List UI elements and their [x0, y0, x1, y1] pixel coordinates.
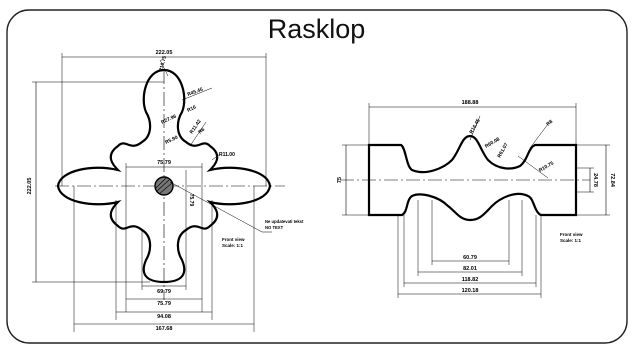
dim-top-label: 222.05	[156, 50, 173, 56]
leader-r-top	[159, 59, 169, 77]
r-dim-top-label: 188.88	[462, 100, 479, 106]
label-r-top: R16.75	[158, 55, 168, 72]
dim-b3-label: 94.08	[157, 314, 171, 320]
leader-hub-note	[169, 181, 263, 233]
r-leader-r8	[529, 123, 549, 149]
r-dim-b3-label: 118.82	[462, 277, 479, 283]
r-label-r60: R60.08	[484, 136, 501, 149]
sheet-border	[6, 9, 628, 344]
lobed-profile	[56, 68, 272, 284]
right-caption-line2: Scale: 1:1	[560, 238, 582, 243]
r-leader-top	[469, 115, 481, 141]
r-leader-right	[517, 155, 549, 179]
label-r27: R27.96	[160, 113, 177, 125]
left-caption-line1: Front view	[222, 237, 245, 242]
dim-right-small-label: 75.79	[188, 194, 194, 207]
r-label-r8: R8	[545, 119, 554, 128]
leader-r11-00	[211, 153, 221, 161]
hub-note-line2: NO TEXT	[265, 225, 284, 230]
notched-bar-profile	[367, 134, 578, 222]
label-r11-00: R11.00	[219, 152, 235, 158]
r-dim-b2-label: 82.01	[463, 266, 477, 272]
leader-r11-42	[189, 121, 207, 147]
label-r6-90: R5.90	[164, 135, 179, 146]
r-label-top: R16.45	[469, 118, 482, 135]
right-caption-line1: Front view	[560, 232, 583, 237]
hub-hatch-1	[156, 179, 170, 192]
dim-left-label: 222.05	[27, 178, 33, 195]
leader-r-lobe	[181, 87, 213, 101]
r-dim-right-inner-label: 24.78	[592, 173, 598, 187]
left-caption-line2: Scale: 1:1	[222, 243, 244, 248]
hub-hatch-2	[158, 182, 173, 195]
r-dim-right-outer-label: 72.84	[609, 173, 615, 188]
hub-note-line1: Ne updatevati tekst	[265, 219, 304, 224]
label-r16: R16	[186, 104, 197, 113]
page-title: Rasklop	[267, 14, 366, 44]
r-dim-left-label: 75	[337, 177, 343, 183]
hub-hatch-3	[155, 177, 167, 189]
r-dim-b1-label: 60.79	[463, 255, 477, 261]
right-view: 188.88 75 R16.45 R60.08 R61.07 R8 R10.75…	[337, 100, 615, 298]
r-label-right: R10.75	[538, 160, 555, 173]
r-dim-b4-label: 120.18	[462, 288, 479, 294]
center-hub	[154, 176, 174, 196]
dim-center-label: 75.79	[157, 160, 171, 166]
dim-b1-label: 69.79	[157, 289, 171, 295]
label-r6: R6	[197, 127, 206, 136]
label-r-lobe: R45.45	[187, 87, 204, 98]
r-label-r61: R61.07	[497, 142, 510, 159]
left-view: 222.05 222.05 R16.75 R45.45 R16 R27.96 R…	[27, 50, 304, 332]
dim-b4-label: 167.68	[156, 326, 173, 332]
dim-b2-label: 75.79	[157, 301, 171, 307]
